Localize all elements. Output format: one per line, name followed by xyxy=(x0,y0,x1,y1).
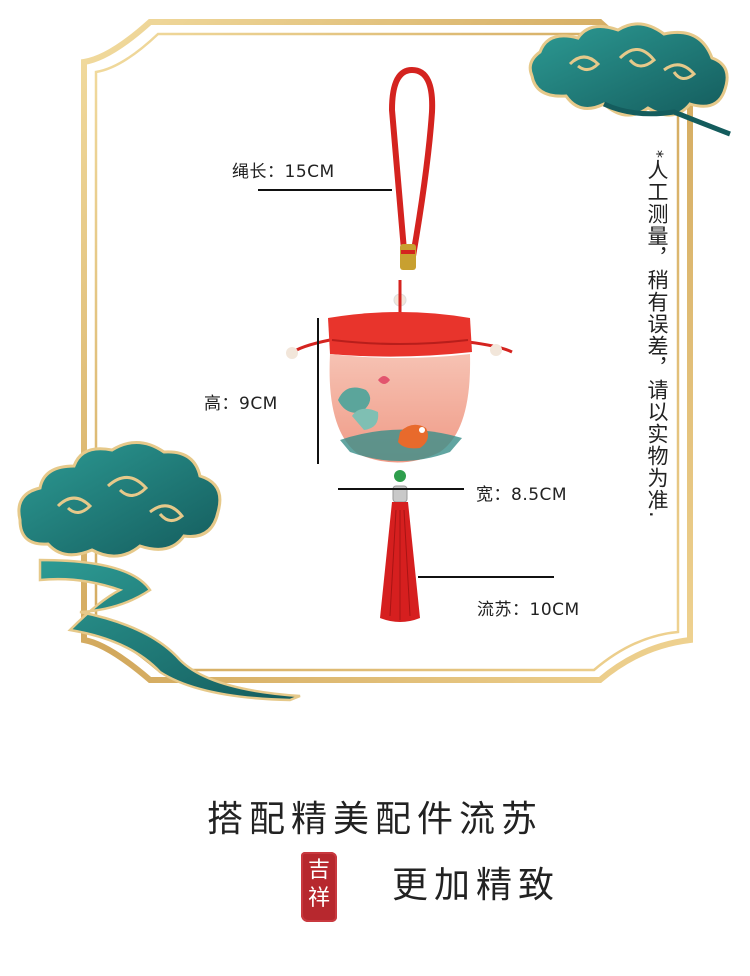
auspicious-seal-stamp: 吉 祥 xyxy=(301,852,337,922)
tassel-length-guide xyxy=(418,576,554,578)
measurement-disclaimer: *人工测量，稍有误差，请以实物为准. xyxy=(643,150,671,519)
rope-length-label: 绳长：15CM xyxy=(232,162,335,182)
caption-accessories: 搭配精美配件流苏 xyxy=(206,799,543,840)
cloud-bottom-left xyxy=(17,441,301,702)
rope-length-guide xyxy=(258,189,392,191)
decorative-frame-illustration xyxy=(17,19,731,702)
height-label: 高：9CM xyxy=(204,394,278,414)
width-label: 宽：8.5CM xyxy=(476,485,568,505)
seal-char-1: 吉 xyxy=(307,858,330,883)
seal-char-2: 祥 xyxy=(307,886,330,911)
cloud-top-right xyxy=(528,22,731,137)
disclaimer-asterisk: * xyxy=(648,150,667,159)
tassel-length-label: 流苏：10CM xyxy=(477,600,580,620)
height-guide xyxy=(317,318,319,464)
disclaimer-text: 人工测量，稍有误差，请以实物为准. xyxy=(645,159,669,519)
width-guide xyxy=(338,488,464,490)
caption-refined: 更加精致 xyxy=(392,865,561,906)
sachet-illustration xyxy=(286,66,513,622)
